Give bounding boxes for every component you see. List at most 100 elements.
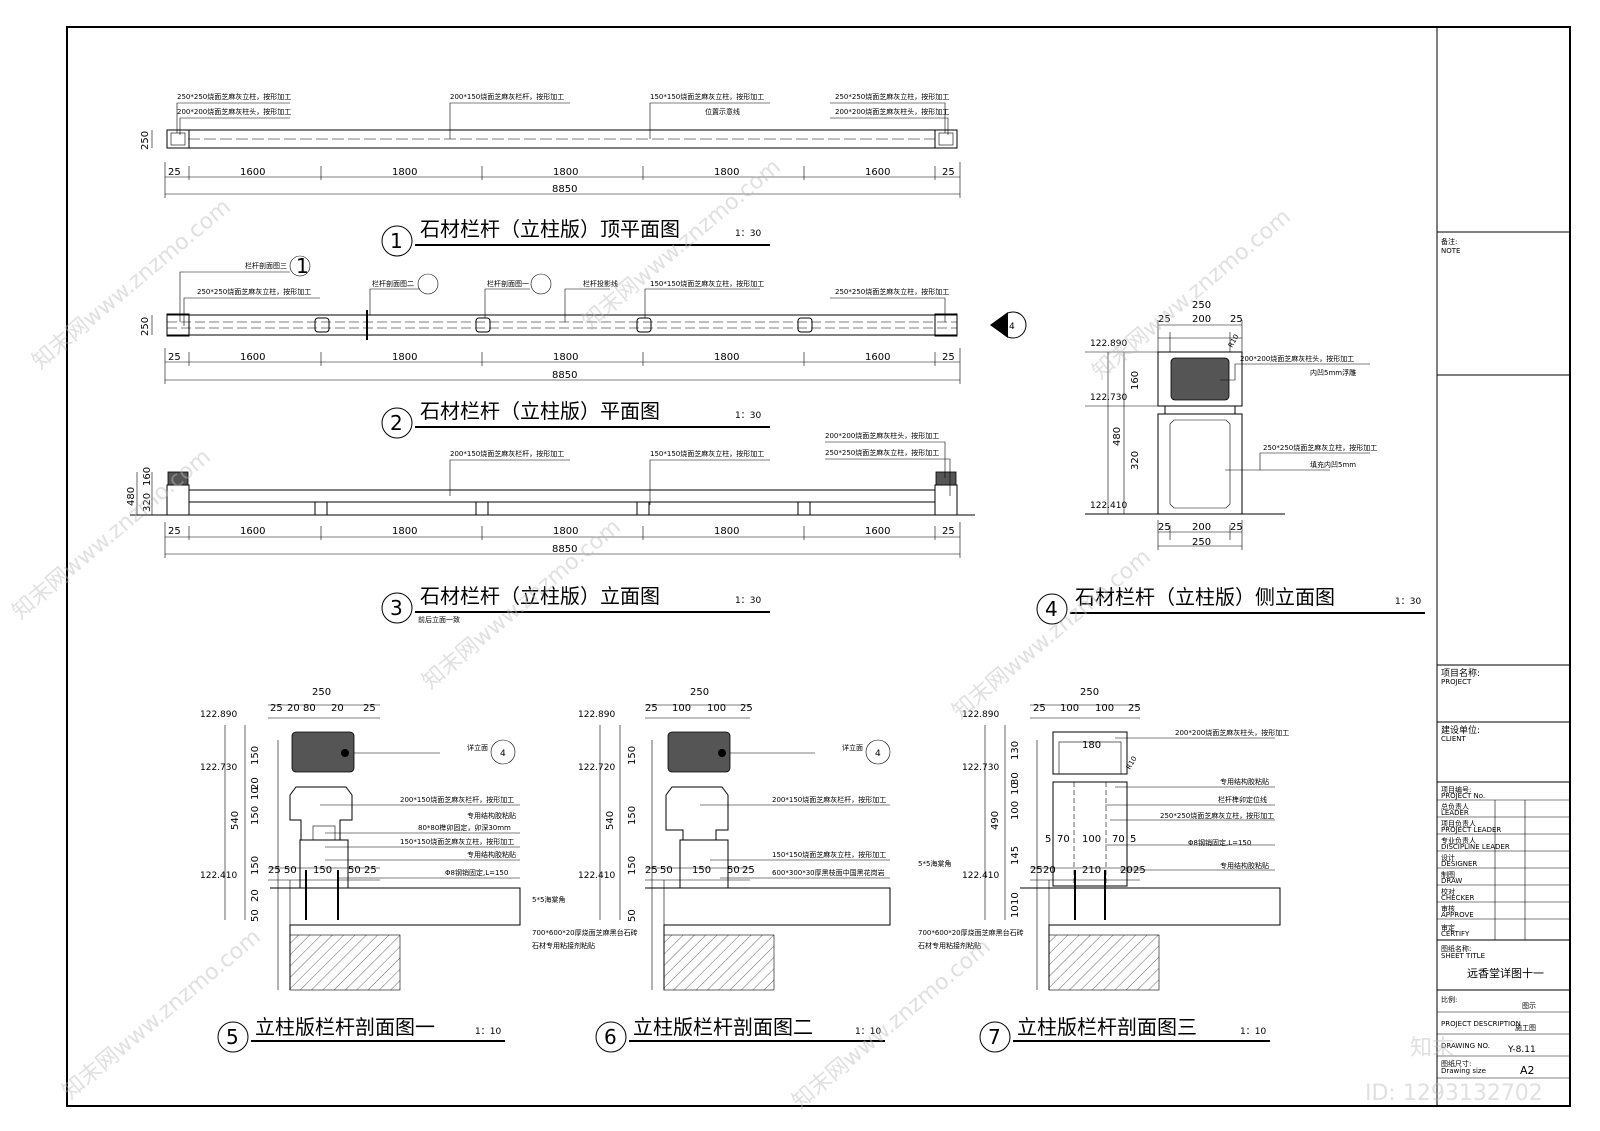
note: 200*150烧面芝麻灰栏杆，按形加工 xyxy=(450,449,564,458)
stage-value: 施工图 xyxy=(1515,1023,1536,1032)
elevation-mark: 122.730 xyxy=(1090,393,1127,403)
dim-label: 250 xyxy=(690,687,709,698)
note: 栏杆榫卯定位线 xyxy=(1218,795,1267,804)
tb-row-label: 总负责人 xyxy=(1441,802,1469,811)
tb-row-label-en: APPROVE xyxy=(1441,911,1474,919)
drawing-scale: 1：10 xyxy=(1240,1027,1266,1037)
dim-label: 1600 xyxy=(865,352,890,363)
dim-label: 250 xyxy=(140,317,151,336)
dim-label: 150 xyxy=(250,806,261,825)
tb-row-label-en: DRAW xyxy=(1441,877,1462,885)
note: 250*250烧面芝麻灰立柱，按形加工 xyxy=(835,92,949,101)
sheet-title-label-en: SHEET TITLE xyxy=(1441,952,1485,960)
drawing-7-section-3 xyxy=(979,704,1281,1053)
section-ref: 4 xyxy=(500,749,506,759)
dim-label: 150 xyxy=(250,856,261,875)
elevation-mark: 122.730 xyxy=(962,763,999,773)
dim-label: 200 xyxy=(1192,314,1211,325)
dim-label: 1600 xyxy=(865,167,890,178)
watermark-site: 知末网www.znzmo.com xyxy=(788,934,996,1114)
tb-row-label: 专业负责人 xyxy=(1441,836,1476,845)
dim-total: 8850 xyxy=(552,544,577,555)
note: 600*300*30厚黑枝面中国黑花岗岩 xyxy=(772,868,885,877)
dim-label: 10 xyxy=(1010,905,1021,918)
dim-label: 540 xyxy=(605,811,616,830)
drawing-title: 石材栏杆（立柱版）侧立面图 xyxy=(1075,585,1335,609)
dim-label: 10 xyxy=(250,787,261,800)
dim-label: 100 xyxy=(672,703,691,714)
elevation-mark: 122.410 xyxy=(200,871,237,881)
drawing-2-plan xyxy=(151,255,1027,439)
watermark-site: 知末网www.znzmo.com xyxy=(948,544,1156,724)
dim-label: 5 xyxy=(1045,834,1051,845)
drawing-1-top-plan xyxy=(151,102,961,257)
project-label-en: PROJECT xyxy=(1441,678,1472,686)
dim-label: 10 xyxy=(1010,892,1021,905)
dim-label: 250 xyxy=(1192,300,1211,311)
note: 石材专用粘接剂粘贴 xyxy=(532,941,595,950)
dim-label: 180 xyxy=(1082,740,1101,751)
note: 专用结构胶粘贴 xyxy=(467,811,516,820)
radius-label: R10 xyxy=(1227,333,1241,349)
note: 200*200烧面芝麻灰柱头，按形加工 xyxy=(835,107,949,116)
note-label: 备注: xyxy=(1441,237,1457,246)
dim-label: 50 xyxy=(660,865,673,876)
dim-label: 150 xyxy=(627,746,638,765)
dim-label: 25 xyxy=(364,865,377,876)
dim-label: 25 xyxy=(942,167,955,178)
dim-label: 100 xyxy=(707,703,726,714)
dim-label: 250 xyxy=(1080,687,1099,698)
drawing-scale: 1：30 xyxy=(1395,597,1421,607)
drawing-scale: 1：10 xyxy=(855,1027,881,1037)
drawing-number: 5 xyxy=(226,1025,239,1049)
size-label: 图纸尺寸: xyxy=(1441,1059,1471,1068)
stage-label-en: PROJECT DESCRIPTION xyxy=(1441,1020,1521,1028)
dim-label: 25 xyxy=(270,703,283,714)
dim-label: 250 xyxy=(312,687,331,698)
watermark-site: 知末网www.znzmo.com xyxy=(58,924,266,1104)
note: 内凹5mm浮雕 xyxy=(1310,368,1356,377)
drawing-title: 石材栏杆（立柱版）平面图 xyxy=(420,399,660,423)
dim-label: 50 xyxy=(250,909,261,922)
elevation-mark: 122.730 xyxy=(200,763,237,773)
note: 5*5海棠角 xyxy=(532,895,565,904)
dim-label: 25 xyxy=(1158,314,1171,325)
dim-label: 50 xyxy=(627,909,638,922)
drawing-number: 1 xyxy=(390,229,403,253)
dim-label: 490 xyxy=(990,811,1001,830)
dim-label: 200 xyxy=(1192,522,1211,533)
dim-label: 20 xyxy=(1120,865,1133,876)
dim-label: 150 xyxy=(313,865,332,876)
dim-label: 25 xyxy=(942,352,955,363)
dim-label: 25 xyxy=(645,703,658,714)
dim-label: 150 xyxy=(627,856,638,875)
drawing-title: 石材栏杆（立柱版）顶平面图 xyxy=(420,217,680,241)
project-label: 项目名称: xyxy=(1441,667,1480,679)
elevation-mark: 122.890 xyxy=(200,710,237,720)
dim-label: 50 xyxy=(727,865,740,876)
tb-row-label: 制图 xyxy=(1441,870,1455,879)
dim-label: 480 xyxy=(1112,427,1123,446)
dim-label: 25 xyxy=(363,703,376,714)
dim-label: 480 xyxy=(126,487,137,506)
drawing-scale: 1：30 xyxy=(735,596,761,606)
dim-total: 8850 xyxy=(552,184,577,195)
note: 栏杆剖面图三 xyxy=(245,261,287,270)
dim-label: 1600 xyxy=(865,526,890,537)
note: 石材专用粘接剂粘贴 xyxy=(918,941,981,950)
note: 栏杆剖面图二 xyxy=(372,279,414,288)
tb-row-label-en: CERTIFY xyxy=(1441,930,1470,938)
section-ref: 1 xyxy=(296,254,309,278)
tb-row-label: 项目负责人 xyxy=(1441,819,1476,828)
elevation-mark: 122.890 xyxy=(962,710,999,720)
tb-row-label-en: PROJECT No. xyxy=(1441,792,1485,800)
elevation-mark: 122.890 xyxy=(578,710,615,720)
note: 150*150烧面芝麻灰立柱，按形加工 xyxy=(400,837,514,846)
dim-label: 25 xyxy=(168,167,181,178)
dim-label: 20 xyxy=(250,889,261,902)
drawing-scale: 1：30 xyxy=(735,411,761,421)
dim-label: 1600 xyxy=(240,352,265,363)
note: 200*200烧面芝麻灰柱头，按形加工 xyxy=(1240,354,1354,363)
elevation-mark: 122.410 xyxy=(1090,501,1127,511)
dim-label: 150 xyxy=(250,746,261,765)
